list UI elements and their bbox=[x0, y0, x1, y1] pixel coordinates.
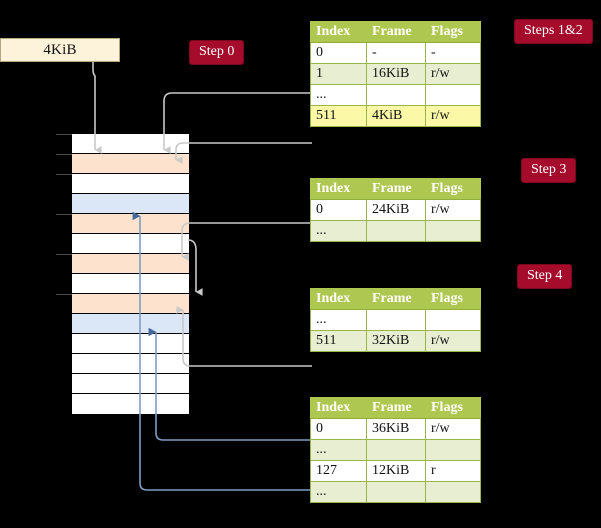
cell-frame bbox=[366, 84, 426, 106]
table-row: ... bbox=[310, 309, 481, 331]
cell-index: ... bbox=[310, 481, 367, 503]
cell-flags bbox=[425, 481, 481, 503]
column-header-frame: Frame bbox=[366, 21, 426, 43]
memory-tick-mark bbox=[56, 214, 72, 215]
column-header-frame: Frame bbox=[366, 397, 426, 419]
cell-index: ... bbox=[310, 220, 367, 242]
step-badge-steps12-label: Steps 1&2 bbox=[524, 23, 583, 38]
cell-flags bbox=[425, 309, 481, 331]
table-row: ... bbox=[310, 439, 481, 461]
memory-frame-block bbox=[72, 174, 189, 194]
cell-frame bbox=[366, 439, 426, 461]
step-badge-step0: Step 0 bbox=[189, 40, 245, 65]
cell-frame bbox=[366, 309, 426, 331]
memory-frame-block bbox=[72, 354, 189, 374]
column-header-flags: Flags bbox=[425, 397, 481, 419]
memory-frame-block bbox=[72, 294, 189, 314]
table-row: ... bbox=[310, 84, 481, 106]
column-header-index: Index bbox=[310, 21, 367, 43]
column-header-flags: Flags bbox=[425, 21, 481, 43]
page-size-label: 4KiB bbox=[43, 41, 77, 58]
cell-frame bbox=[366, 481, 426, 503]
memory-frame-block bbox=[72, 274, 189, 294]
column-header-flags: Flags bbox=[425, 178, 481, 200]
column-header-index: Index bbox=[310, 178, 367, 200]
memory-frame-block bbox=[72, 314, 189, 334]
cell-index: 511 bbox=[310, 105, 367, 127]
memory-frame-block bbox=[72, 154, 189, 174]
step-badge-steps12: Steps 1&2 bbox=[514, 19, 593, 44]
memory-tick-mark bbox=[56, 294, 72, 295]
cell-flags bbox=[425, 84, 481, 106]
table-row: ... bbox=[310, 220, 481, 242]
memory-frame-block bbox=[72, 374, 189, 394]
memory-frame-block bbox=[72, 334, 189, 354]
step-badge-step3: Step 3 bbox=[521, 158, 577, 183]
cell-flags: r/w bbox=[425, 418, 481, 440]
physical-memory-column bbox=[56, 133, 190, 415]
step-badge-step4: Step 4 bbox=[517, 264, 573, 289]
memory-tick-mark bbox=[56, 134, 72, 135]
table-row: 0-- bbox=[310, 42, 481, 64]
memory-frame-block bbox=[72, 194, 189, 214]
cell-frame: 36KiB bbox=[366, 418, 426, 440]
step-badge-step4-label: Step 4 bbox=[527, 268, 563, 283]
cell-flags: r bbox=[425, 460, 481, 482]
cell-frame: 16KiB bbox=[366, 63, 426, 85]
cell-index: 0 bbox=[310, 42, 367, 64]
memory-frame-block bbox=[72, 214, 189, 234]
cell-flags: r/w bbox=[425, 63, 481, 85]
column-header-flags: Flags bbox=[425, 288, 481, 310]
memory-tick-mark bbox=[56, 254, 72, 255]
cell-index: ... bbox=[310, 439, 367, 461]
column-header-frame: Frame bbox=[366, 178, 426, 200]
cell-flags bbox=[425, 439, 481, 461]
page-size-box: 4KiB bbox=[0, 38, 120, 62]
cell-frame: - bbox=[366, 42, 426, 64]
cell-flags: - bbox=[425, 42, 481, 64]
cell-flags: r/w bbox=[425, 199, 481, 221]
cell-frame: 24KiB bbox=[366, 199, 426, 221]
cell-index: 1 bbox=[310, 63, 367, 85]
memory-frame-block bbox=[72, 394, 189, 414]
cell-index: 0 bbox=[310, 418, 367, 440]
memory-frame-block bbox=[72, 234, 189, 254]
step-badge-step0-label: Step 0 bbox=[199, 44, 235, 59]
memory-tick-mark bbox=[56, 154, 72, 155]
column-header-frame: Frame bbox=[366, 288, 426, 310]
cell-frame: 32KiB bbox=[366, 330, 426, 352]
memory-tick-mark bbox=[56, 174, 72, 175]
cell-index: 127 bbox=[310, 460, 367, 482]
cell-frame: 4KiB bbox=[366, 105, 426, 127]
cell-frame: 12KiB bbox=[366, 460, 426, 482]
step-badge-step3-label: Step 3 bbox=[531, 162, 567, 177]
cell-flags: r/w bbox=[425, 330, 481, 352]
cell-flags: r/w bbox=[425, 105, 481, 127]
memory-frame-block bbox=[72, 134, 189, 154]
cell-index: ... bbox=[310, 309, 367, 331]
cell-index: 511 bbox=[310, 330, 367, 352]
memory-frame-block bbox=[72, 254, 189, 274]
column-header-index: Index bbox=[310, 288, 367, 310]
cell-flags bbox=[425, 220, 481, 242]
cell-index: ... bbox=[310, 84, 367, 106]
cell-index: 0 bbox=[310, 199, 367, 221]
table-row: ... bbox=[310, 481, 481, 503]
cell-frame bbox=[366, 220, 426, 242]
column-header-index: Index bbox=[310, 397, 367, 419]
